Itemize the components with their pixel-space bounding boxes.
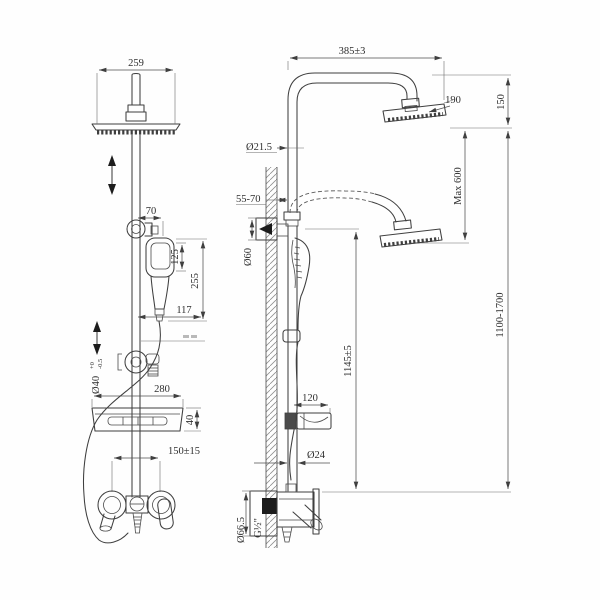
hand-shower-front (145, 237, 175, 322)
dim-rail-tol-lower: -0.5 (97, 359, 104, 369)
slide-rail-front (131, 134, 141, 498)
riser-pipe-side (283, 99, 301, 492)
dim-handshower-face: 125 (170, 249, 181, 265)
dim-shelf-depth: 40 (185, 415, 196, 426)
dim-escutcheon-diameter: Ø66.5 (236, 517, 247, 543)
dim-inlet-spacing: 150±15 (168, 446, 200, 457)
dim-wall-clearance: 55-70 (236, 194, 261, 205)
dim-column-height-range: 1100-1700 (495, 292, 506, 337)
shower-hose-front (83, 320, 161, 544)
rail-slider-front (117, 350, 160, 377)
dim-rail-diameter: Ø40 (91, 376, 102, 394)
mixer-faucet-front (97, 490, 176, 534)
slider-adjust-arrow-icon (93, 321, 101, 355)
dim-head-drop: 150 (496, 94, 507, 110)
side-view: 385±3 190 150 Max 600 1100-1700 Ø2 (236, 46, 512, 548)
dim-bracket-diameter: Ø60 (243, 248, 254, 266)
shower-arm-lower-position (289, 190, 443, 248)
soap-dish-side (284, 412, 332, 430)
hand-shower-side (282, 237, 311, 343)
front-view: 259 70 (83, 58, 207, 544)
dim-hose-outlet-height: 1145±5 (343, 345, 354, 377)
dim-arm-reach: 385±3 (339, 46, 366, 57)
height-adjust-arrow-icon (108, 155, 116, 195)
dim-max-head-travel: Max 600 (453, 167, 464, 205)
dim-head-size: 190 (445, 95, 461, 106)
dim-shelf-width: 280 (154, 384, 170, 395)
rain-head-front (91, 72, 181, 135)
dim-thread-size: G½" (253, 518, 264, 538)
dim-handshower-width: 117 (176, 305, 191, 316)
shower-arm-upper (287, 72, 447, 123)
handshower-holder-front (126, 219, 159, 239)
dim-column-pipe-diameter: Ø24 (307, 450, 326, 461)
dim-slider-offset: 70 (146, 206, 157, 217)
mixer-valve-side (249, 483, 323, 543)
dim-shelf-projection: 120 (302, 393, 318, 404)
dim-arm-pipe-diameter: Ø21.5 (246, 142, 272, 153)
wall-supply-bracket (255, 217, 289, 241)
dim-head-width: 259 (128, 58, 144, 69)
dim-rail-tol-upper: +0 (89, 362, 96, 369)
dim-handshower-total: 255 (190, 273, 201, 289)
faucet-lever-front (157, 498, 174, 530)
shelf-front (91, 407, 184, 432)
